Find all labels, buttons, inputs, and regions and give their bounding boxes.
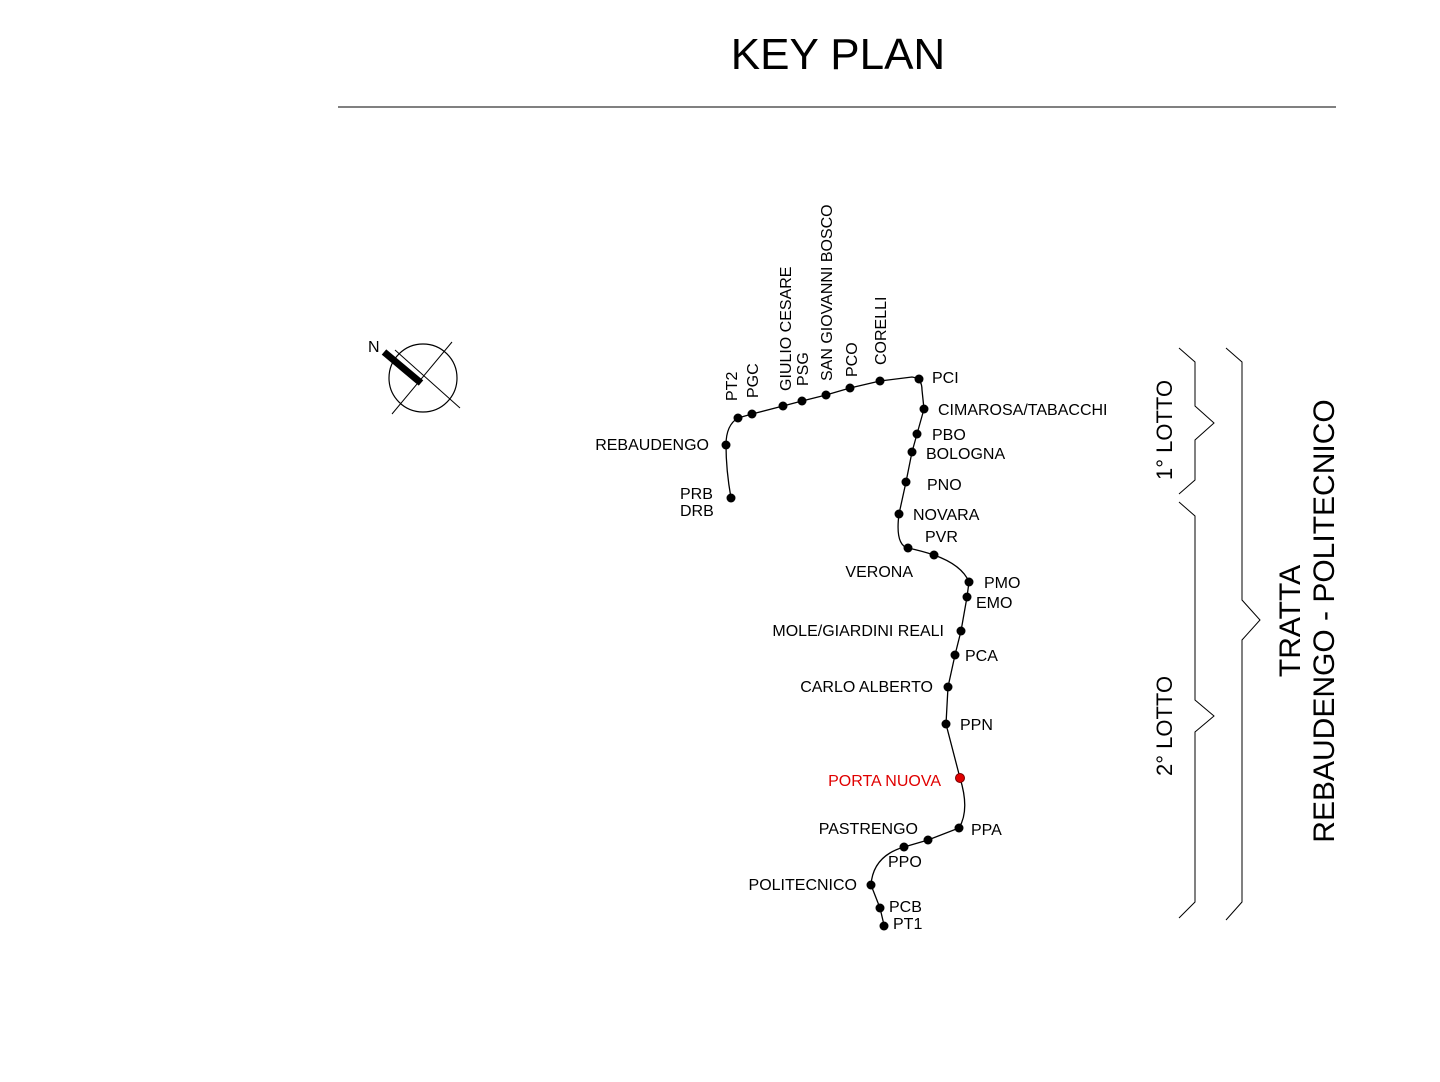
station-label-psg: PSG	[795, 352, 812, 386]
station-dot-porta-nuova[interactable]	[955, 773, 965, 783]
station-dot-psg[interactable]	[797, 396, 807, 406]
station-dot-pastrengo[interactable]	[923, 835, 933, 845]
north-label: N	[368, 339, 380, 356]
station-dot-ppn[interactable]	[941, 719, 951, 729]
station-dot-emo[interactable]	[962, 592, 972, 602]
lotto-1-label: 1° LOTTO	[1152, 380, 1177, 480]
station-label-pt1: PT1	[893, 916, 922, 933]
station-dot-san-giovanni-bosco[interactable]	[821, 390, 831, 400]
station-dot-pno[interactable]	[901, 477, 911, 487]
station-label-pno: PNO	[927, 477, 962, 494]
station-dot-pt1[interactable]	[879, 921, 889, 931]
station-dot-bologna[interactable]	[907, 447, 917, 457]
station-dot-politecnico[interactable]	[866, 880, 876, 890]
station-label-rebaudengo: REBAUDENGO	[595, 437, 709, 454]
station-labels: PRB DRB REBAUDENGO PCI CIMAROSA/TABACCHI…	[595, 370, 1107, 933]
station-dot-pci[interactable]	[914, 374, 924, 384]
station-label-porta-nuova: PORTA NUOVA	[828, 773, 941, 790]
lotto-2-label: 2° LOTTO	[1152, 676, 1177, 776]
station-label-pt2: PT2	[724, 372, 741, 401]
station-dot-cimarosa-tabacchi[interactable]	[919, 404, 929, 414]
page-title: KEY PLAN	[731, 30, 945, 79]
station-label-san-giovanni-bosco: SAN GIOVANNI BOSCO	[819, 204, 836, 381]
station-dot-novara[interactable]	[894, 509, 904, 519]
station-dot-rebaudengo[interactable]	[721, 440, 731, 450]
tratta-route-label: REBAUDENGO - POLITECNICO	[1308, 399, 1341, 842]
lotto-brackets	[1178, 347, 1261, 921]
station-dot-mole-giardini-reali[interactable]	[956, 626, 966, 636]
station-label-novara: NOVARA	[913, 507, 980, 524]
station-dot-carlo-alberto[interactable]	[943, 682, 953, 692]
station-label-giulio-cesare: GIULIO CESARE	[778, 267, 795, 391]
station-dot-pca[interactable]	[950, 650, 960, 660]
station-label-pcb: PCB	[889, 899, 922, 916]
station-label-pci: PCI	[932, 370, 959, 387]
station-label-pca: PCA	[965, 648, 998, 665]
station-dots	[721, 374, 974, 931]
station-dot-pt2[interactable]	[733, 413, 743, 423]
station-dot-corelli[interactable]	[875, 376, 885, 386]
station-label-pco: PCO	[844, 342, 861, 377]
station-label-pastrengo: PASTRENGO	[819, 821, 918, 838]
station-dot-verona[interactable]	[903, 543, 913, 553]
station-label-mole-giardini-reali: MOLE/GIARDINI REALI	[772, 623, 944, 640]
station-label-bologna: BOLOGNA	[926, 446, 1005, 463]
station-label-pgc: PGC	[745, 363, 762, 398]
lotto-2-brace	[1178, 501, 1215, 919]
station-label-corelli: CORELLI	[873, 297, 890, 365]
station-dot-pco[interactable]	[845, 383, 855, 393]
station-label-pbo: PBO	[932, 427, 966, 444]
station-dot-ppo[interactable]	[899, 842, 909, 852]
tratta-label: TRATTA	[1274, 565, 1307, 677]
station-label-ppo: PPO	[888, 854, 922, 871]
station-label-ppn: PPN	[960, 717, 993, 734]
station-dot-ppa[interactable]	[954, 823, 964, 833]
station-label-ppa: PPA	[971, 822, 1002, 839]
station-dot-pcb[interactable]	[875, 903, 885, 913]
tratta-brace	[1225, 347, 1261, 921]
station-dot-pmo[interactable]	[964, 577, 974, 587]
station-dot-pvr[interactable]	[929, 550, 939, 560]
station-dot-pgc[interactable]	[747, 409, 757, 419]
station-label-pmo: PMO	[984, 575, 1020, 592]
station-label-carlo-alberto: CARLO ALBERTO	[800, 679, 933, 696]
station-label-prb: PRB	[680, 486, 713, 503]
station-label-pvr: PVR	[925, 529, 958, 546]
station-label-verona: VERONA	[845, 564, 913, 581]
lotto-1-brace	[1178, 347, 1215, 495]
station-dot-prb[interactable]	[726, 493, 736, 503]
station-dot-pbo[interactable]	[912, 429, 922, 439]
station-label-cimarosa-tabacchi: CIMAROSA/TABACCHI	[938, 402, 1108, 419]
station-label-politecnico: POLITECNICO	[749, 877, 857, 894]
station-dot-giulio-cesare[interactable]	[778, 401, 788, 411]
station-label-emo: EMO	[976, 595, 1012, 612]
station-label-drb: DRB	[680, 503, 714, 520]
north-arrow-icon: N	[368, 339, 461, 415]
station-labels-vertical: PT2 PGC GIULIO CESARE PSG SAN GIOVANNI B…	[724, 204, 890, 401]
